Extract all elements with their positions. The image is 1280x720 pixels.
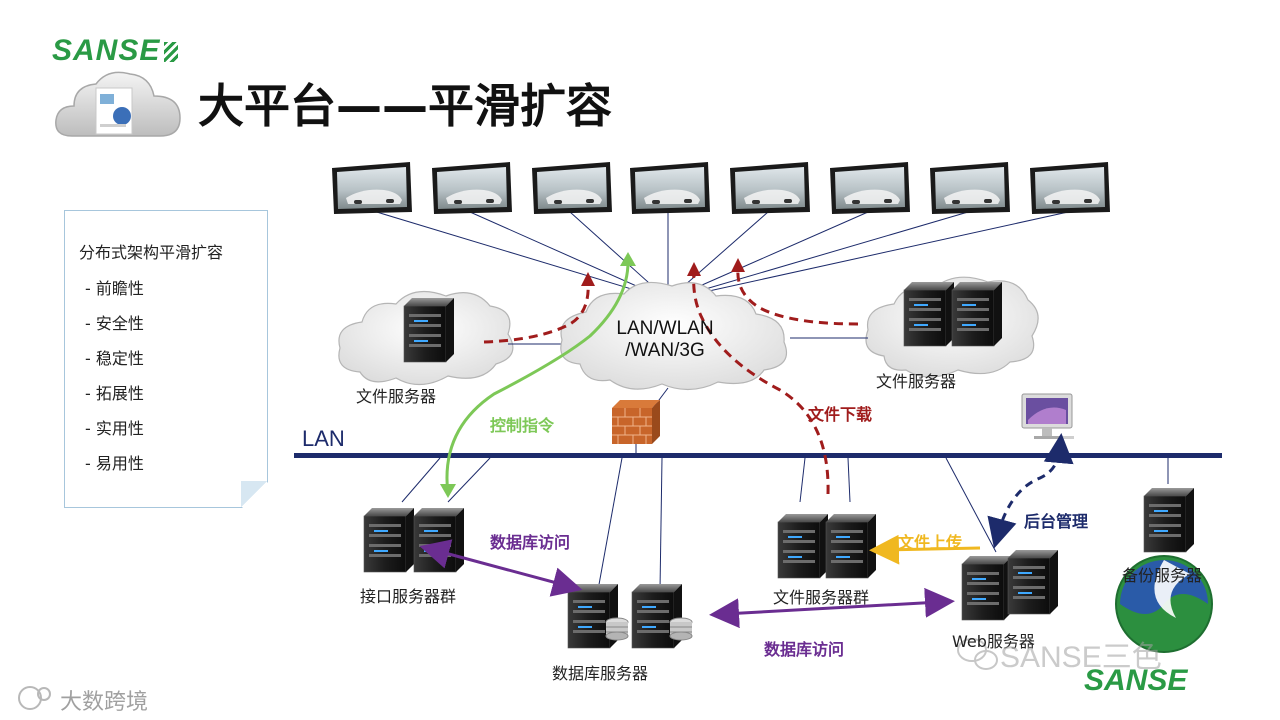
note-heading: 分布式架构平滑扩容 [79,243,224,262]
client-screen [830,162,910,214]
cloud-label-line1: LAN/WLAN [616,318,714,339]
weibo-watermark-icon [18,686,51,710]
db-access-label-1: 数据库访问 [490,533,571,552]
admin-arrow-label: 后台管理 [1024,512,1089,531]
page-title: 大平台——平滑扩容 [198,79,612,133]
disk-icon [669,617,693,641]
file-cluster-label: 文件服务器群 [773,588,870,607]
db-access-arrow-1 [419,539,583,597]
network-cloud-label: LAN/WLAN /WAN/3G [600,318,730,362]
web-server-label: Web服务器 [952,632,1035,651]
central-cloud [560,281,788,391]
file-cluster-server [825,513,877,579]
database-server-label: 数据库服务器 [552,664,649,683]
cloud-label-line2: /WAN/3G [625,340,705,361]
cloud-document-icon [55,71,181,137]
admin-arrow [987,433,1074,549]
feature-item: 易用性 [85,450,267,474]
right-file-server-label: 文件服务器 [876,372,957,391]
feature-item: 拓展性 [85,380,267,404]
control-arrow [445,261,630,495]
client-screen [332,162,412,214]
feature-item: 实用性 [85,415,267,439]
web-server [1007,549,1059,615]
feature-item: 稳定性 [85,345,267,369]
sanse-logo-text: SANSE [52,34,161,67]
interface-server [363,507,415,573]
interface-server [413,507,465,573]
sanse-emblem-icon [1115,555,1213,653]
feature-note-card: 分布式架构平滑扩容 前瞻性 安全性 稳定性 拓展性 实用性 易用性 [64,210,268,508]
client-screen [730,162,810,214]
admin-computer-icon [1021,393,1074,439]
backup-server [1143,487,1195,553]
left-cloud [338,290,514,386]
control-arrow-label: 控制指令 [490,416,555,435]
page-fold-icon [241,481,267,507]
lan-bus [294,453,1222,458]
sanse-logo: SANSE [52,34,179,68]
feature-list: 前瞻性 安全性 稳定性 拓展性 实用性 易用性 [79,275,267,474]
client-screen [1030,162,1110,214]
file-cluster-server [777,513,829,579]
download-arrow-label: 文件下载 [808,405,873,424]
client-screens [332,162,1110,214]
logo-stripes-icon [164,42,179,63]
firewall-icon [612,387,669,453]
weibo-watermark-text: 大数跨境 [60,689,149,714]
footer-sanse-logo: SANSE [1084,664,1188,697]
upload-arrow-label: 文件上传 [898,533,963,552]
download-arrow-2 [692,271,830,495]
client-screen [930,162,1010,214]
upload-arrow [869,534,981,565]
lan-drops [401,457,1169,591]
wechat-watermark-icon [957,638,998,670]
interface-cluster-label: 接口服务器群 [360,587,457,606]
disk-icon [605,617,629,641]
client-screen [630,162,710,214]
feature-item: 安全性 [85,310,267,334]
backup-server-label: 备份服务器 [1122,566,1203,585]
right-cloud [865,276,1039,378]
wechat-watermark-text: SANSE三色 [1000,641,1162,674]
db-access-label-2: 数据库访问 [764,640,845,659]
left-file-server-label: 文件服务器 [356,387,437,406]
download-arrow-3 [736,267,859,326]
feature-item: 前瞻性 [85,275,267,299]
client-screen [432,162,512,214]
client-screen [532,162,612,214]
web-server [961,555,1013,621]
lan-label: LAN [302,426,345,451]
db-access-arrow-2 [709,587,955,629]
